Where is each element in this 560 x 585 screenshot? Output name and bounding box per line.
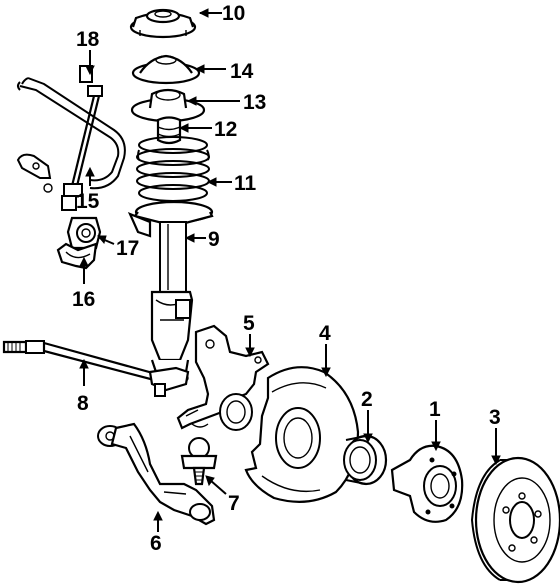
callout-18: 18	[76, 28, 100, 51]
callout-17: 17	[116, 237, 139, 260]
callout-3: 3	[489, 406, 501, 429]
callout-7: 7	[228, 492, 240, 515]
part-9-strut[interactable]	[127, 200, 214, 396]
callout-13: 13	[243, 91, 266, 114]
part-10-strut-mount[interactable]	[129, 8, 197, 39]
part-11-coil-spring[interactable]	[136, 136, 210, 202]
callout-6: 6	[150, 532, 162, 555]
callout-labels: 10 14 13 12 11 9 18 15 17 16 8 5 4 2 1 3…	[72, 2, 501, 555]
part-17-stabilizer-bushing[interactable]	[66, 216, 102, 250]
callout-10: 10	[222, 2, 245, 25]
callout-1: 1	[429, 398, 441, 421]
part-6-lower-control-arm[interactable]	[97, 422, 216, 526]
callout-12: 12	[214, 118, 237, 141]
callout-9: 9	[208, 228, 220, 251]
callout-4: 4	[319, 322, 331, 345]
callout-arrowheads	[79, 8, 501, 521]
part-13-spring-insulator[interactable]	[130, 88, 206, 123]
part-3-brake-rotor[interactable]	[470, 456, 560, 584]
part-8-tie-rod[interactable]	[2, 340, 190, 397]
part-14-upper-spring-seat[interactable]	[131, 54, 201, 85]
part-4-dust-shield[interactable]	[244, 366, 360, 503]
callout-14: 14	[230, 60, 254, 83]
callout-5: 5	[243, 312, 255, 335]
callout-2: 2	[361, 388, 373, 411]
part-15-stabilizer-bar[interactable]	[16, 77, 126, 193]
callout-8: 8	[77, 392, 89, 415]
part-2-wheel-bearing[interactable]	[343, 434, 388, 486]
part-7-ball-joint[interactable]	[180, 437, 218, 486]
part-12-bump-stop[interactable]	[156, 116, 182, 145]
part-5-steering-knuckle[interactable]	[176, 324, 270, 431]
callout-15: 15	[76, 190, 100, 213]
part-1-wheel-hub[interactable]	[390, 444, 464, 523]
callout-16: 16	[72, 288, 95, 311]
callout-11: 11	[234, 172, 257, 195]
